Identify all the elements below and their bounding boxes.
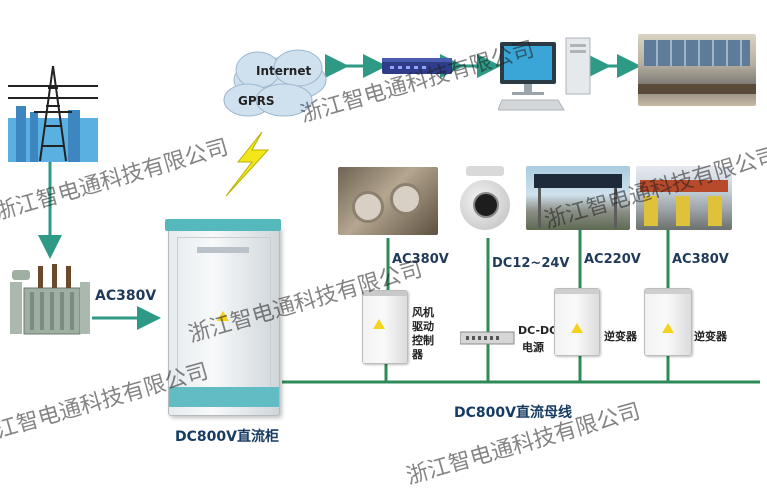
lightning-icon xyxy=(225,131,270,197)
fan-driver-cabinet xyxy=(362,290,408,364)
load4-voltage-label: AC380V xyxy=(672,252,729,267)
monitoring-room-photo xyxy=(638,34,756,106)
connection-lines xyxy=(38,54,760,384)
load1-voltage-label: AC380V xyxy=(392,252,449,267)
router-icon xyxy=(382,58,452,74)
load3-voltage-label: AC220V xyxy=(584,252,641,267)
road-sign-photo xyxy=(526,166,630,230)
inverter1-label: 逆变器 xyxy=(604,330,637,343)
inverter1-cabinet xyxy=(554,288,600,356)
dc-bus-label: DC800V直流母线 xyxy=(454,405,572,421)
camera-photo xyxy=(456,162,514,238)
transformer-icon xyxy=(10,264,90,335)
fan-driver-label: 风机驱动控制器 xyxy=(412,306,434,361)
dcdc-label-line1: DC-DC xyxy=(518,324,558,337)
dcdc-label-line2: 电源 xyxy=(522,341,544,354)
fan-photo xyxy=(338,167,438,235)
inverter2-label: 逆变器 xyxy=(694,330,727,343)
cloud-gprs-label: GPRS xyxy=(238,94,275,108)
ac380-input-label: AC380V xyxy=(95,288,157,304)
power-tower-icon xyxy=(8,66,98,162)
cloud-internet-label: Internet xyxy=(256,64,312,78)
cloud-icon xyxy=(223,49,327,117)
load2-voltage-label: DC12~24V xyxy=(492,256,570,271)
toll-station-photo xyxy=(636,166,732,230)
dc-cabinet xyxy=(165,219,281,416)
inverter2-cabinet xyxy=(644,288,692,356)
computer-icon xyxy=(498,37,591,111)
dcdc-module-icon xyxy=(460,331,515,345)
dc-cabinet-label: DC800V直流柜 xyxy=(175,429,279,445)
